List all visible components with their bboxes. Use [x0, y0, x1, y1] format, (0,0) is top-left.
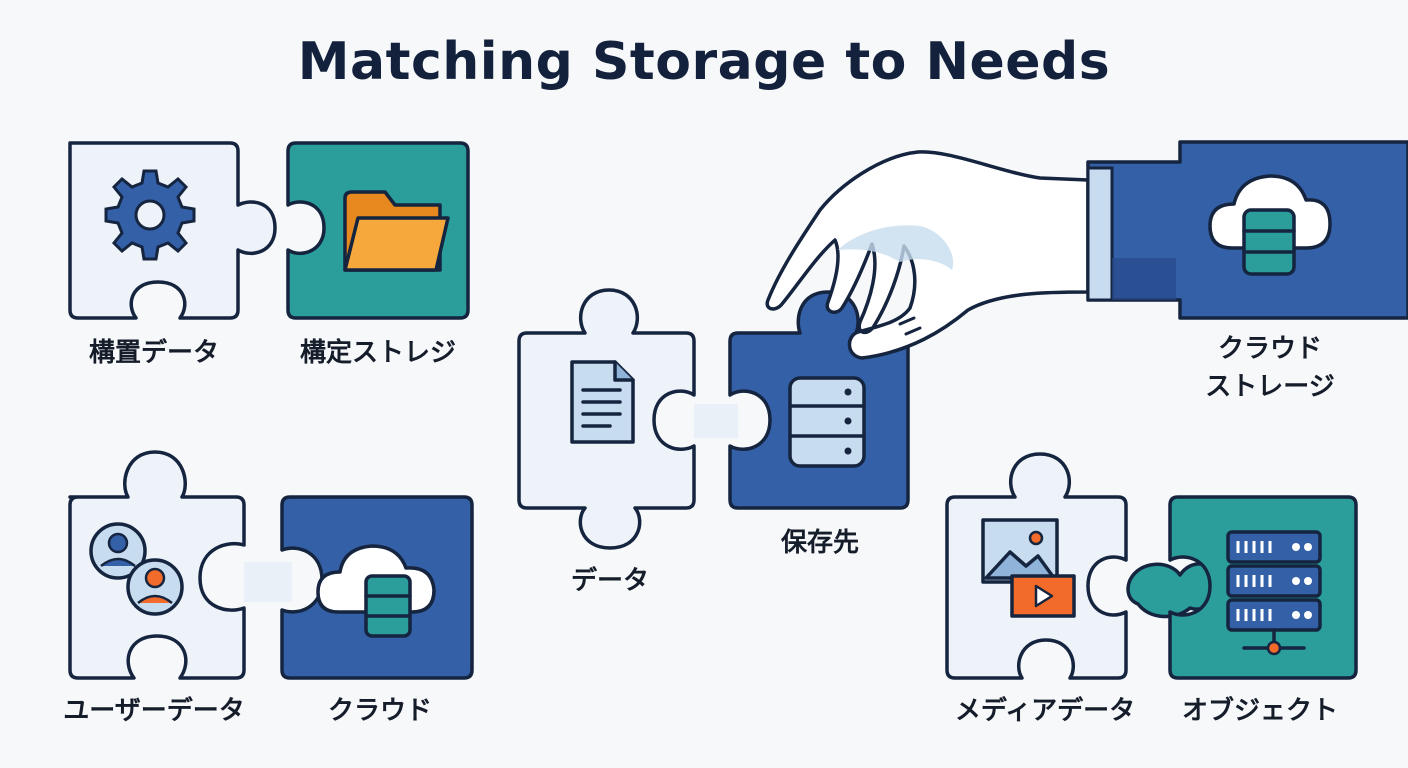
- media-icon: [981, 518, 1076, 618]
- label-cloud-storage: クラウド ストレージ: [1170, 330, 1370, 406]
- label-cloud-storage-line2: ストレージ: [1205, 372, 1335, 402]
- cloud-database-icon-large: [1208, 174, 1332, 276]
- cloud-database-icon: [316, 544, 436, 638]
- database-icon: [788, 376, 866, 468]
- label-destination: 保存先: [780, 528, 859, 558]
- label-data: データ: [570, 566, 649, 596]
- label-cloud: クラウド: [327, 696, 432, 726]
- users-icon: [89, 522, 184, 616]
- label-structured-data: 構置データ: [88, 338, 219, 368]
- label-folder-storage: 構定ストレジ: [299, 338, 456, 368]
- label-cloud-storage-line1: クラウド: [1217, 334, 1322, 364]
- document-icon: [570, 360, 635, 444]
- folder-icon: [343, 190, 450, 272]
- label-user-data: ユーザーデータ: [63, 696, 245, 726]
- hand-illustration: [765, 150, 1090, 360]
- page-title: Matching Storage to Needs: [297, 32, 1111, 92]
- gear-icon: [104, 169, 196, 261]
- label-object: オブジェクト: [1181, 696, 1338, 726]
- server-rack-icon: [1226, 530, 1322, 656]
- label-media-data: メディアデータ: [954, 696, 1136, 726]
